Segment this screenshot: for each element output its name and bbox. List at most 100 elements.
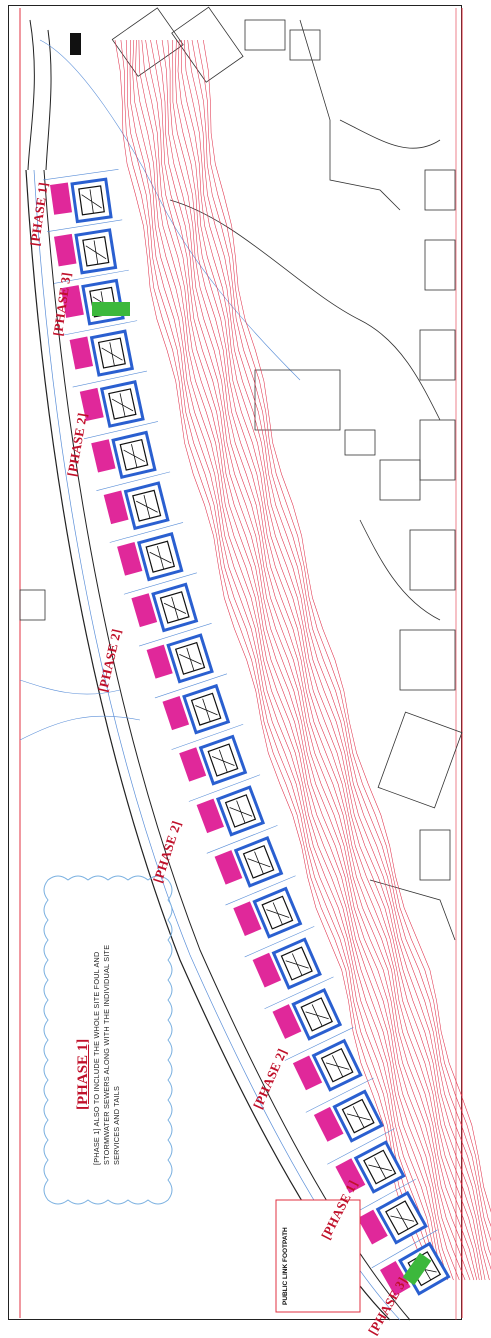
contour-line	[197, 39, 491, 1227]
house-detail	[229, 800, 253, 824]
existing-building	[419, 829, 451, 881]
contour-line	[181, 39, 490, 1281]
existing-outline	[359, 519, 441, 621]
green-strip	[92, 302, 130, 316]
garden-area	[50, 182, 73, 215]
garden-area	[162, 695, 190, 731]
house-plot	[349, 1178, 428, 1245]
plot-boundary	[83, 421, 159, 440]
service-line	[19, 679, 121, 695]
existing-building	[171, 6, 244, 83]
title-stamp	[70, 33, 81, 55]
house-detail	[111, 393, 134, 417]
house-interior	[132, 489, 162, 522]
house-detail	[325, 1055, 350, 1078]
contour-line	[187, 39, 491, 1257]
house-interior	[207, 743, 239, 777]
existing-outline	[299, 19, 401, 211]
garden-area	[79, 387, 104, 422]
footpath-box	[275, 1199, 361, 1313]
plot-boundary	[138, 623, 212, 647]
garden-area	[117, 541, 143, 576]
plot-boundary	[225, 875, 296, 906]
house-interior	[363, 1149, 397, 1185]
existing-building	[379, 459, 421, 501]
house-interior	[145, 540, 176, 573]
garden-area	[131, 593, 158, 628]
house-plot	[109, 522, 184, 582]
house-detail	[149, 545, 172, 570]
house-plot	[72, 370, 148, 428]
existing-building	[19, 589, 46, 621]
existing-building	[424, 239, 456, 291]
house-plot	[154, 673, 231, 735]
contour-line	[138, 39, 449, 1281]
existing-building	[424, 169, 456, 211]
contour-line	[172, 39, 480, 1281]
note-text-line: STORMWATER SEWERS ALONG WITH THE INDIVID…	[102, 944, 111, 1165]
plot-boundary	[47, 219, 123, 233]
garden-area	[380, 1261, 411, 1296]
note-title: [PHASE 1]	[75, 1038, 91, 1110]
contour-line	[141, 39, 454, 1281]
house-plot	[47, 219, 123, 275]
house-interior	[242, 844, 275, 879]
house-detail	[163, 596, 187, 621]
garden-area	[196, 798, 225, 834]
house-detail	[390, 1207, 415, 1230]
house-detail	[305, 1004, 329, 1027]
house-plot	[96, 471, 171, 531]
existing-building	[244, 19, 286, 51]
house-plot	[43, 169, 119, 224]
contour-line	[129, 39, 437, 1281]
house-detail	[346, 1106, 371, 1128]
contour-line	[125, 39, 435, 1281]
plot-boundary	[264, 976, 334, 1010]
garden-area	[60, 285, 84, 318]
contour-line	[191, 39, 491, 1242]
contour-line	[177, 39, 486, 1281]
green-strip	[402, 1252, 432, 1286]
plot-boundary	[43, 169, 119, 181]
house-detail	[212, 749, 235, 773]
house-detail	[285, 953, 309, 976]
plot-boundary	[305, 1077, 374, 1113]
house-plot	[225, 875, 303, 939]
garden-area	[272, 1004, 302, 1039]
garden-area	[69, 336, 94, 370]
plot-boundary	[53, 269, 129, 284]
garden-area	[103, 490, 129, 525]
note-cloud	[43, 875, 173, 1205]
garden-area	[313, 1106, 344, 1142]
existing-building	[399, 629, 456, 691]
contour-line	[114, 39, 429, 1281]
contour-line	[120, 39, 432, 1281]
house-plot	[83, 421, 159, 480]
garden-area	[292, 1055, 323, 1091]
contour-line	[145, 39, 460, 1281]
contour-line	[150, 39, 466, 1281]
house-plot	[284, 1027, 363, 1092]
house-plot	[62, 320, 138, 377]
house-detail	[179, 647, 202, 671]
road-edge	[27, 19, 35, 171]
contour-line	[161, 39, 475, 1281]
contour-line	[203, 39, 491, 1213]
note-text-line: SERVICES AND TAILS	[112, 1085, 121, 1165]
existing-building	[344, 429, 376, 456]
plot-boundary	[327, 1128, 395, 1165]
contour-line	[184, 39, 491, 1270]
house-plot	[264, 976, 343, 1041]
contour-line	[132, 39, 440, 1281]
garden-area	[233, 901, 262, 936]
existing-outline	[169, 199, 441, 421]
service-line	[39, 39, 301, 381]
plot-boundary	[206, 825, 278, 854]
garden-area	[335, 1158, 366, 1194]
garden-area	[53, 233, 77, 267]
house-detail	[247, 851, 271, 875]
house-plot	[327, 1128, 406, 1194]
footpath-title: PUBLIC LINK FOOTPATH	[282, 1227, 289, 1305]
plot-boundary	[123, 572, 197, 595]
service-line	[19, 715, 141, 741]
